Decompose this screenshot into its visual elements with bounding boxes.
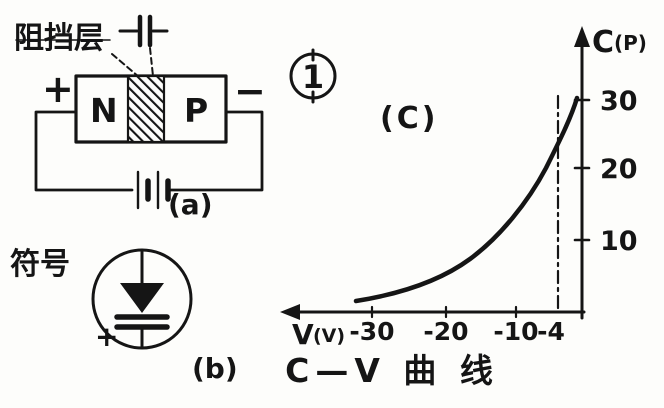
y-axis-arrow <box>574 26 590 47</box>
barrier-layer-label: 阻挡层 <box>14 21 104 56</box>
figure-number-badge: 1 <box>289 48 337 104</box>
varactor-diode-icon <box>114 250 170 349</box>
x-tick-label-n4: -4 <box>537 317 565 346</box>
svg-text:(V): (V) <box>313 325 345 347</box>
y-axis-label: C (P) <box>592 25 647 60</box>
x-tick-label-n20: -20 <box>423 317 468 346</box>
svg-text:C: C <box>592 25 614 60</box>
svg-text:V: V <box>292 318 314 351</box>
symbol-plus-label: + <box>95 320 118 353</box>
cv-curve-title: C—V 曲 线 <box>285 351 499 390</box>
x-tick-label-n10: -10 <box>493 317 538 346</box>
x-axis-label: V (V) <box>292 318 345 351</box>
plus-terminal-label: + <box>42 67 74 111</box>
barrier-hatched-region <box>126 74 166 144</box>
x-tick-label-n30: -30 <box>349 317 394 346</box>
y-tick-label-10: 10 <box>600 226 638 257</box>
y-tick-label-20: 20 <box>600 154 638 185</box>
diagram-c-curve: (C) C (P) V (V) 30 20 10 -30 -20 -10 -4 <box>280 25 647 390</box>
caption-b: (b) <box>192 352 238 385</box>
battery-icon <box>136 170 171 210</box>
badge-number: 1 <box>302 58 324 96</box>
caption-c: (C) <box>380 101 438 136</box>
symbol-label: 符号 <box>10 247 70 282</box>
wire-left <box>34 110 134 192</box>
p-region-label: P <box>184 91 208 130</box>
y-tick-label-30: 30 <box>600 86 638 117</box>
minus-terminal-label: − <box>234 69 266 113</box>
diagram-a-structure: 阻挡层 N P + − (a) <box>14 14 266 221</box>
leader-dashed-right <box>149 47 154 77</box>
caption-a: (a) <box>168 188 213 221</box>
cv-curve <box>353 95 580 304</box>
n-region-label: N <box>90 91 118 130</box>
x-axis-arrow <box>280 304 300 320</box>
wire-right <box>168 110 264 192</box>
junction-capacitor-icon <box>118 14 169 48</box>
svg-text:(P): (P) <box>614 31 647 55</box>
leader-dashed-left <box>111 53 140 78</box>
diagram-b-symbol: 符号 + (b) <box>10 247 238 385</box>
